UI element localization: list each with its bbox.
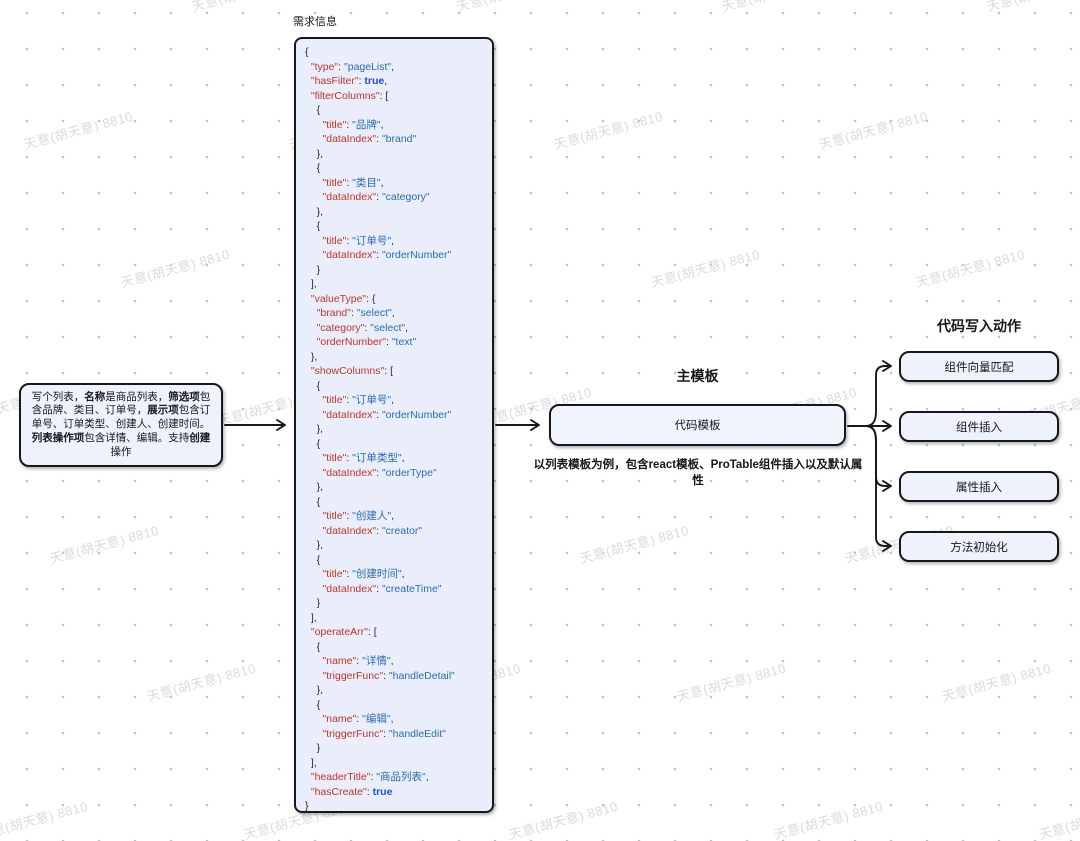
watermark-text: 天意(胡天意) 8810 (189, 0, 302, 15)
main-template-title: 主模板 (676, 368, 719, 384)
watermark-text: 天意(胡天意) 8810 (552, 108, 665, 153)
action-box: 组件插入 (899, 411, 1059, 442)
watermark-text: 天意(胡天意) 8810 (984, 0, 1080, 15)
action-box-label: 方法初始化 (950, 541, 1008, 554)
action-box: 组件向量匹配 (899, 351, 1059, 382)
watermark-text: 天意(胡天意) 8810 (507, 798, 620, 841)
write-actions-title: 代码写入动作 (937, 318, 1021, 334)
watermark-text: 天意(胡天意) 8810 (119, 246, 232, 291)
action-box-label: 属性插入 (956, 481, 1002, 494)
requirement-json-box: { "type": "pageList", "hasFilter": true,… (294, 37, 494, 813)
watermark-text: 天意(胡天意) 8810 (48, 522, 161, 567)
watermark-text: 天意(胡天意) 8810 (817, 108, 930, 153)
watermark-text: 天意(胡天意) 8810 (578, 522, 691, 567)
watermark-text: 天意(胡天意) 8810 (1037, 799, 1080, 841)
action-box: 方法初始化 (899, 531, 1059, 562)
watermark-text: 天意(胡天意) 8810 (454, 0, 567, 15)
action-box-label: 组件插入 (956, 421, 1002, 434)
watermark-text: 天意(胡天意) 8810 (22, 108, 135, 153)
watermark-text: 天意(胡天意) 8810 (0, 798, 90, 841)
watermark-text: 天意(胡天意) 8810 (675, 660, 788, 705)
arrow-note-to-json (224, 419, 286, 431)
action-box-label: 组件向量匹配 (944, 361, 1014, 374)
watermark-text: 天意(胡天意) 8810 (914, 246, 1027, 291)
watermark-text: 天意(胡天意) 8810 (649, 246, 762, 291)
watermark-text: 天意(胡天意) 8810 (0, 0, 38, 15)
watermark-text: 天意(胡天意) 8810 (940, 660, 1053, 705)
requirement-info-label: 需求信息 (293, 16, 337, 28)
arrow-json-to-template (495, 419, 540, 431)
code-template-box: 代码模板 (549, 404, 846, 446)
watermark-text: 天意(胡天意) 8810 (145, 660, 258, 705)
requirement-note: 写个列表，名称是商品列表，筛选项包含品牌、类目、订单号，展示项包含订单号、订单类… (19, 383, 223, 467)
code-template-label: 代码模板 (674, 420, 721, 432)
watermark-text: 天意(胡天意) 8810 (719, 0, 832, 15)
action-box: 属性插入 (899, 471, 1059, 502)
requirement-json-code: { "type": "pageList", "hasFilter": true,… (305, 46, 455, 812)
watermark-text: 天意(胡天意) 8810 (772, 798, 885, 841)
main-template-caption: 以列表模板为例，包含react模板、ProTable组件插入以及默认属性 (533, 459, 863, 487)
requirement-note-text: 写个列表，名称是商品列表，筛选项包含品牌、类目、订单号，展示项包含订单号、订单类… (31, 390, 211, 458)
